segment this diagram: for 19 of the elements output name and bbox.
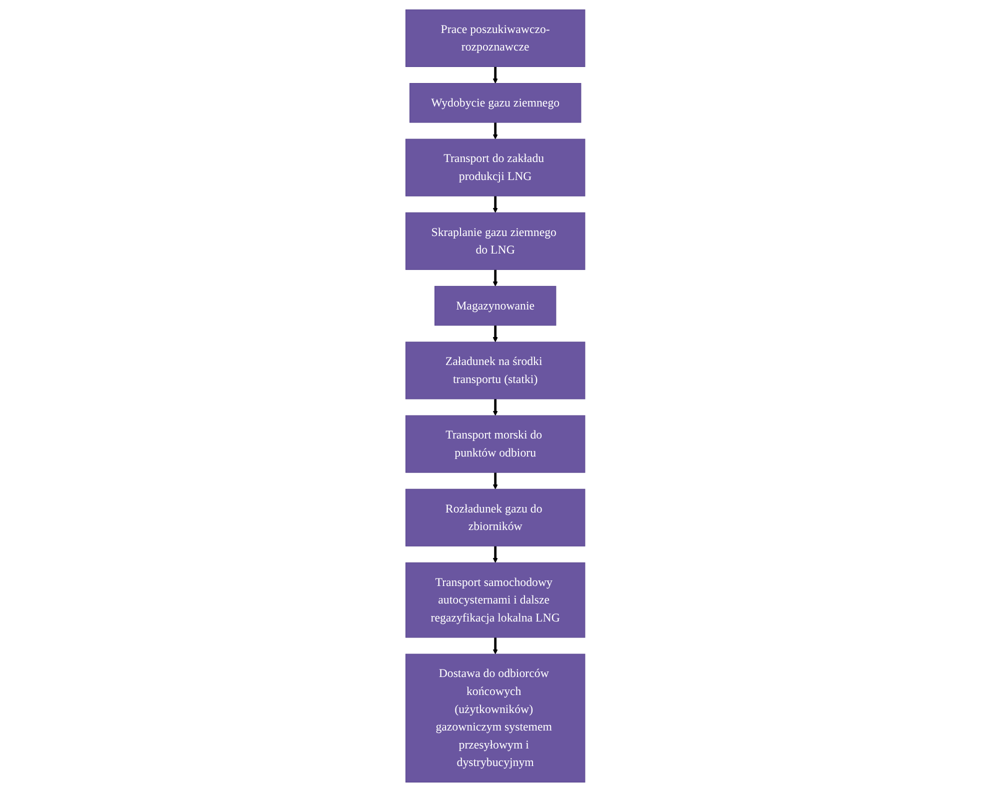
arrow xyxy=(492,196,498,213)
node-box: Rozładunek gazu do zbiorników xyxy=(405,488,585,546)
arrow xyxy=(492,637,498,654)
arrow xyxy=(492,66,498,84)
node-box: Transport samochodowy autocysternami i dalsze regazyfikacja lokalna LNG xyxy=(405,562,585,638)
node-box: Prace poszukiwawczo-rozpoznawcze xyxy=(405,9,585,68)
node-box: Załadunek na środki transportu (statki) xyxy=(405,342,585,400)
node-box: Skraplanie gazu ziemnego do LNG xyxy=(405,212,585,270)
node-box: Transport do zakładu produkcji LNG xyxy=(405,138,585,196)
arrow xyxy=(492,122,498,140)
arrow xyxy=(492,546,498,563)
node-box: Transport morski do punktów odbioru xyxy=(405,415,585,473)
node-box: Wydobycie gazu ziemnego xyxy=(409,83,581,123)
arrow xyxy=(492,472,498,490)
node-box: Dostawa do odbiorców końcowych (użytkowników) gazowniczym systemem przesyłowym i dystrybucyjnym xyxy=(405,654,585,783)
arrow xyxy=(492,325,498,342)
arrow xyxy=(492,270,498,286)
arrow xyxy=(492,398,498,416)
node-box: Magazynowanie xyxy=(434,286,556,326)
